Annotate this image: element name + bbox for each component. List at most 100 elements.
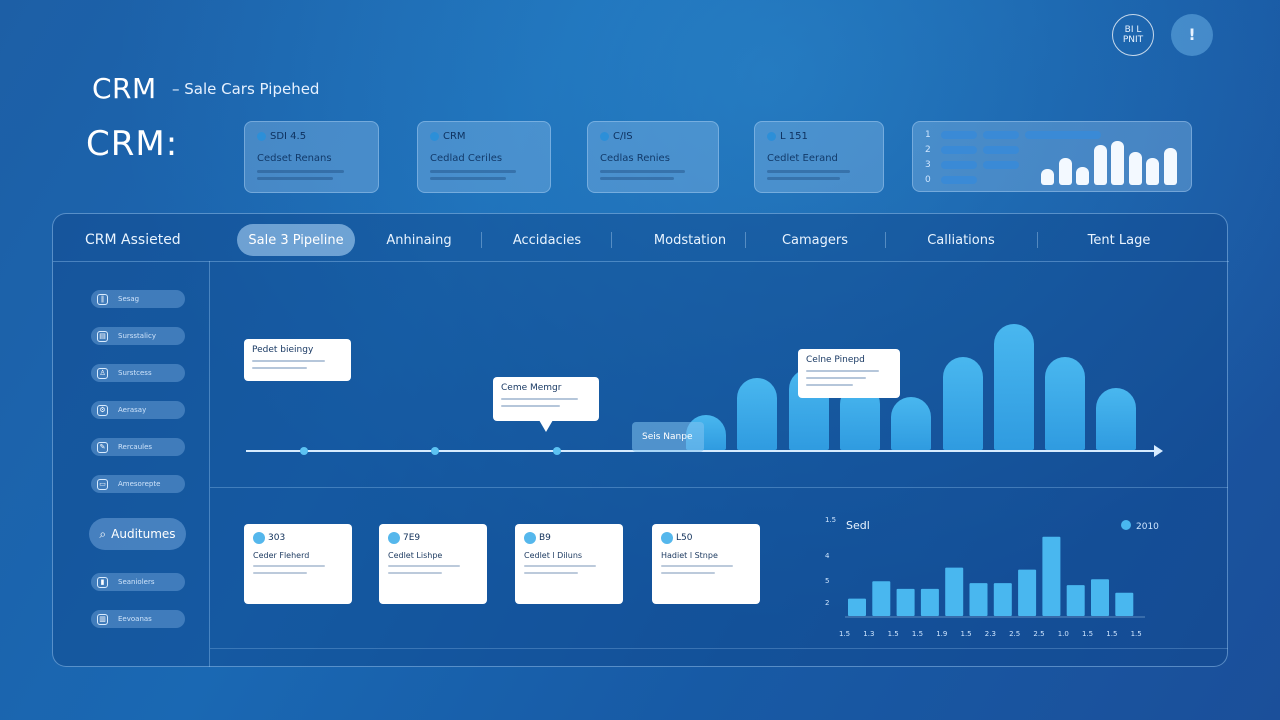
tab-calliations[interactable]: Calliations	[927, 232, 995, 248]
pipeline-bar[interactable]	[942, 357, 983, 450]
pipeline-bar[interactable]	[1096, 388, 1137, 450]
tooltip-pointer	[539, 420, 553, 432]
mini-row-number: 0	[925, 175, 931, 185]
placeholder-line	[600, 177, 675, 180]
sidebar-item-label: Surstcess	[118, 369, 152, 377]
sidebar-search-button[interactable]: ⌕Auditumes	[89, 518, 186, 550]
sidebar-item-label: Sesag	[118, 295, 140, 303]
stat-dot-icon	[600, 132, 609, 141]
mini-bar	[1076, 167, 1089, 185]
placeholder-line	[501, 405, 560, 407]
y-tick-label: 4	[825, 552, 830, 560]
badge-line1: BI L	[1124, 25, 1142, 35]
deal-card[interactable]: B9 Cedlet l Diluns	[515, 524, 623, 604]
tooltip-title: Celne Pinepd	[806, 355, 865, 365]
sidebar-item[interactable]: ✎Rercaules	[91, 438, 185, 456]
deal-card[interactable]: 7E9 Cedlet Lishpe	[379, 524, 487, 604]
chart-bar	[945, 567, 964, 616]
timeline-dot[interactable]	[431, 447, 439, 455]
badge-line2: PNIT	[1122, 35, 1144, 45]
stat-title: Cedlas Renies	[600, 153, 670, 164]
arrow-right-icon	[1154, 445, 1163, 457]
tab-camagers[interactable]: Camagers	[781, 232, 849, 248]
placeholder-line	[806, 377, 867, 379]
stat-card[interactable]: L 151 Cedlet Eerand	[754, 121, 884, 193]
deal-title: Cedlet Lishpe	[388, 551, 443, 560]
placeholder-line	[806, 384, 854, 386]
mini-bar	[1111, 141, 1124, 185]
stat-title: Cedlet Eerand	[767, 153, 838, 164]
timeline-dot[interactable]	[300, 447, 308, 455]
pipeline-tooltip: Pedet bieingy	[244, 339, 351, 381]
stat-card[interactable]: C/IS Cedlas Renies	[587, 121, 719, 193]
clipboard-icon: ▤	[97, 330, 108, 342]
tab-modstation[interactable]: Modstation	[653, 232, 727, 248]
stat-value: SDI 4.5	[270, 131, 307, 142]
chart-bar	[848, 598, 866, 616]
mini-h-bar	[941, 176, 977, 184]
pen-icon: ✎	[97, 441, 108, 453]
chart-bar	[993, 583, 1012, 616]
mini-bar	[1128, 152, 1142, 185]
placeholder-line	[661, 565, 733, 567]
stat-card[interactable]: SDI 4.5 Cedset Renans	[244, 121, 379, 193]
main-panel: CRM Assieted Sale 3 Pipeline Anhinaing A…	[52, 213, 1229, 667]
chart-title: Sedl	[846, 519, 870, 532]
deal-card[interactable]: L50 Hadiet l Stnpe	[652, 524, 760, 604]
placeholder-line	[600, 170, 685, 173]
tab-accidacies[interactable]: Accidacies	[512, 232, 582, 248]
pipeline-tooltip: Ceme Memgr	[493, 377, 599, 421]
tab-tent-lage[interactable]: Tent Lage	[1087, 232, 1151, 248]
placeholder-line	[388, 572, 442, 574]
legend-dot	[1121, 520, 1131, 530]
deal-card[interactable]: 303 Ceder Fleherd	[244, 524, 352, 604]
mini-h-bar	[941, 131, 977, 139]
x-tick-label: 2.3	[985, 630, 996, 638]
sidebar-item[interactable]: ▮Seaniolers	[91, 573, 185, 591]
placeholder-line	[252, 367, 307, 369]
sidebar-item[interactable]: ▭Amesorepte	[91, 475, 185, 493]
deal-dot-icon	[524, 532, 536, 544]
placeholder-line	[257, 177, 334, 180]
tab-divider	[885, 232, 886, 248]
x-tick-label: 1.5	[1131, 630, 1142, 638]
x-tick-label: 2.5	[1033, 630, 1044, 638]
y-tick-label: 1.5	[825, 516, 836, 524]
timeline-dot[interactable]	[553, 447, 561, 455]
mini-h-bar	[941, 161, 977, 169]
mini-bar	[1146, 158, 1159, 185]
tab-anhinaing[interactable]: Anhinaing	[386, 232, 452, 248]
pipeline-bar[interactable]	[737, 378, 778, 450]
pipeline-bar[interactable]	[891, 397, 932, 450]
pipeline-bar[interactable]	[1045, 357, 1086, 450]
mini-bar	[1058, 158, 1072, 185]
sidebar-item[interactable]: ∥Sesag	[91, 290, 185, 308]
deal-dot-icon	[661, 532, 673, 544]
app-title: CRM	[92, 72, 157, 105]
summary-mini-card[interactable]: 1 2 3 0	[912, 121, 1192, 192]
app-logo: CRM:	[86, 124, 179, 164]
divider	[209, 261, 210, 667]
stat-title: Cedlad Ceriles	[430, 153, 503, 164]
pipeline-stage-label[interactable]: Seis Nanpe	[632, 422, 704, 452]
mini-row-number: 3	[925, 160, 931, 170]
grid-icon: ▥	[97, 613, 108, 625]
stat-dot-icon	[430, 132, 439, 141]
stat-value: L 151	[780, 131, 808, 142]
pipeline-tooltip: Celne Pinepd	[798, 349, 900, 398]
alert-icon[interactable]: !	[1171, 14, 1213, 56]
tab-divider	[481, 232, 482, 248]
mini-bar	[1093, 145, 1107, 185]
tab-sales-pipeline[interactable]: Sale 3 Pipeline	[237, 224, 355, 256]
panel-title: CRM Assieted	[85, 232, 181, 248]
placeholder-line	[767, 177, 840, 180]
window-icon: ▭	[97, 478, 108, 490]
sidebar-item[interactable]: ⚙Aerasay	[91, 401, 185, 419]
sidebar-item[interactable]: ▥Eevoanas	[91, 610, 185, 628]
stat-card[interactable]: CRM Cedlad Ceriles	[417, 121, 551, 193]
sidebar-item[interactable]: ▤Sursstalicy	[91, 327, 185, 345]
pipeline-bar[interactable]	[993, 324, 1034, 450]
mini-bar	[1163, 148, 1177, 185]
sidebar-item[interactable]: ♙Surstcess	[91, 364, 185, 382]
